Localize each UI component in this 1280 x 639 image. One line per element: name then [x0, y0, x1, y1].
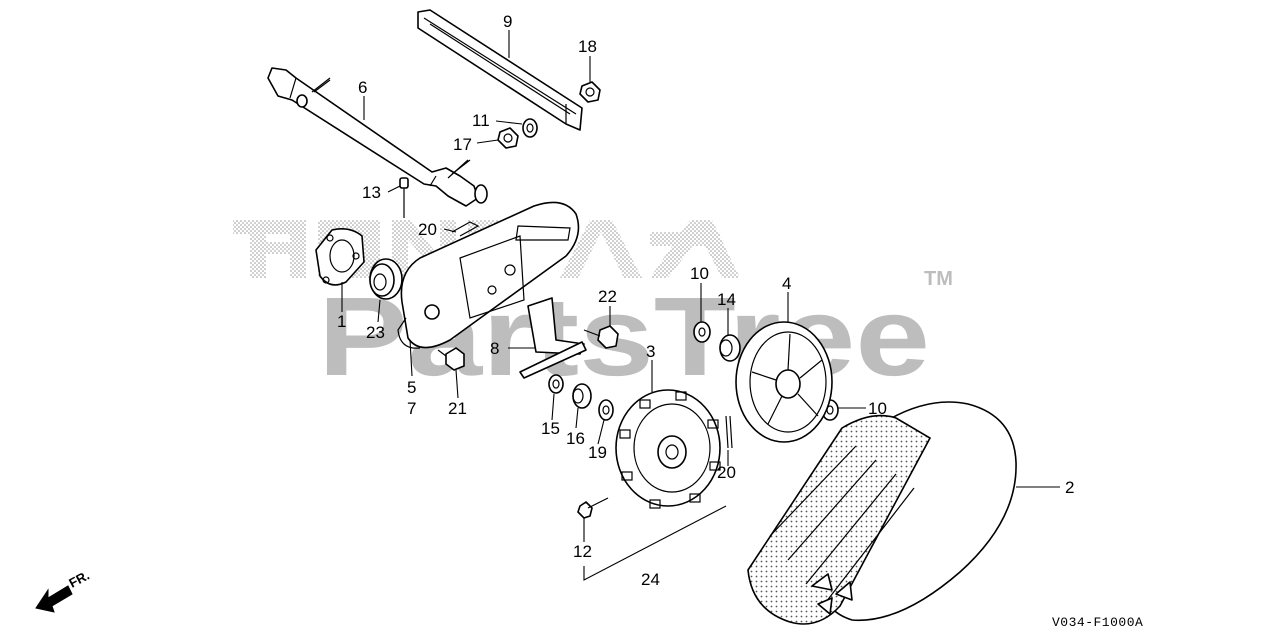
bushing-14-part	[719, 334, 741, 362]
callout-1: 1	[337, 312, 346, 331]
callout-22: 22	[598, 287, 617, 306]
front-direction-indicator: FR.	[35, 568, 92, 613]
bracket-rail-part	[417, 9, 583, 131]
diagram-code: V034-F1000A	[1052, 615, 1143, 630]
callout-4: 4	[782, 274, 791, 293]
callout-7: 7	[407, 399, 416, 418]
front-arrow-icon	[35, 585, 73, 613]
pin-20-part	[725, 415, 733, 449]
nut-17-part	[497, 127, 519, 149]
drive-sprocket-part	[615, 389, 721, 509]
bolt-13-part	[399, 177, 409, 218]
nut-18-part	[579, 81, 601, 103]
callout-9: 9	[503, 12, 512, 31]
bushing-16-part	[572, 383, 592, 409]
washer-10-part	[693, 321, 711, 343]
callout-23: 23	[366, 323, 385, 342]
bolt-21-part	[437, 347, 465, 371]
crawler-track-part	[747, 401, 1017, 625]
clip-20-part	[451, 221, 480, 237]
callout-21: 21	[448, 399, 467, 418]
callout-14: 14	[717, 290, 736, 309]
callout-20b: 20	[717, 463, 736, 482]
bearing-part	[369, 258, 403, 300]
callout-24: 24	[641, 570, 660, 589]
washer-11-part	[522, 118, 538, 138]
callout-2: 2	[1065, 478, 1074, 497]
callout-10b: 10	[868, 399, 887, 418]
callout-12: 12	[573, 542, 592, 561]
callout-18: 18	[578, 37, 597, 56]
callout-5: 5	[407, 378, 416, 397]
washer-19-part	[598, 399, 614, 421]
callout-16: 16	[566, 429, 585, 448]
callout-11: 11	[472, 111, 490, 130]
support-bracket-part	[519, 297, 587, 379]
callout-3: 3	[646, 342, 655, 361]
callout-13: 13	[362, 183, 381, 202]
bolt-12-part	[577, 497, 609, 519]
leader-lines	[341, 30, 1060, 581]
front-label: FR.	[66, 568, 92, 591]
callout-19: 19	[588, 443, 607, 462]
idler-wheel-part	[735, 321, 833, 443]
callout-20a: 20	[418, 220, 437, 239]
callout-17: 17	[453, 135, 472, 154]
callout-10a: 10	[690, 264, 709, 283]
axle-shaft-part	[267, 67, 488, 207]
chain-case-part	[397, 201, 580, 349]
callout-labels: 9 18 6 11 17 13 20 1 23 5 7 21 22 8 3 10…	[337, 12, 1074, 589]
callout-15: 15	[541, 419, 560, 438]
stud-bolt-part	[313, 79, 471, 175]
callout-8: 8	[490, 339, 499, 358]
callout-6: 6	[358, 78, 367, 97]
collar-15-part	[548, 374, 564, 394]
watermark-trademark: TM	[924, 268, 953, 290]
bearing-flange-part	[315, 228, 365, 286]
